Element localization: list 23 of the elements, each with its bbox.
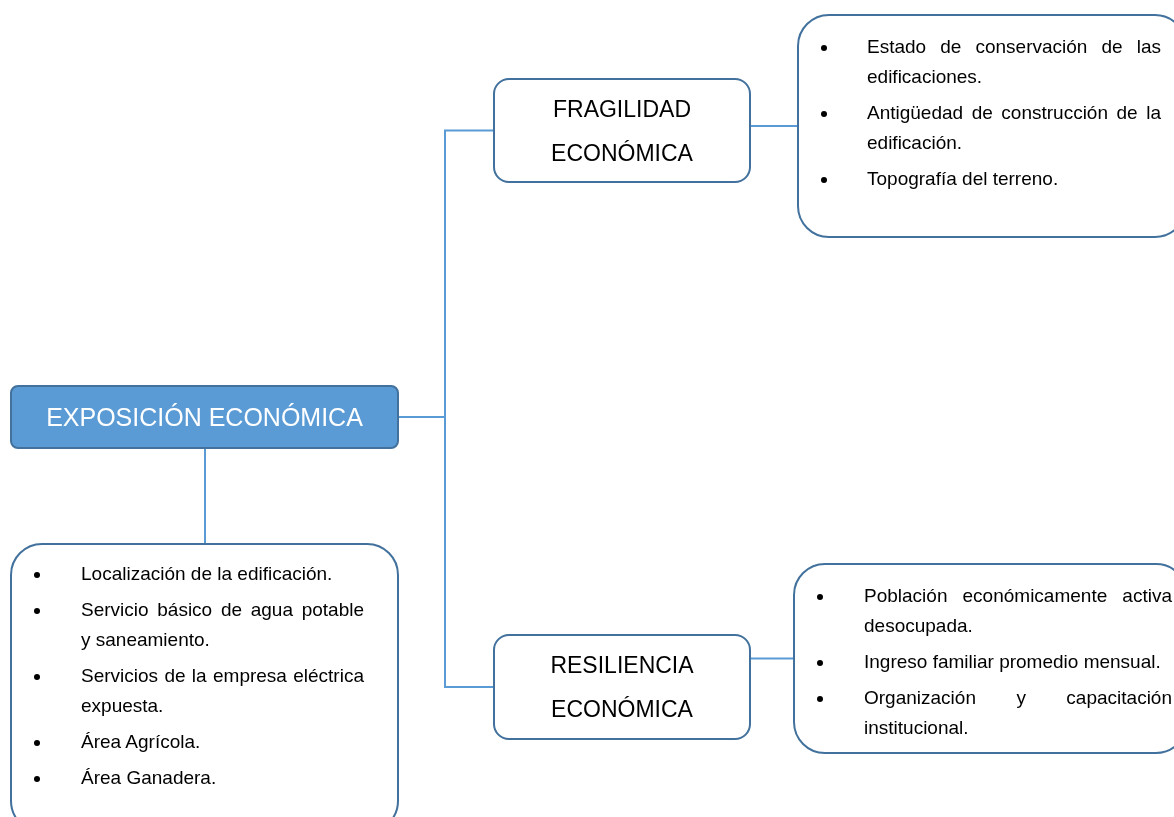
bullet-list-box xyxy=(10,543,399,817)
subtopic-box xyxy=(493,634,751,740)
list-item: Localización de la edificación. xyxy=(81,563,333,584)
list-item: Población económicamente activa desocupada. xyxy=(864,585,1172,636)
list-item: Organización y capacitación institucional. xyxy=(864,687,1172,738)
connector-line xyxy=(204,448,206,544)
connector-line xyxy=(750,125,798,127)
bullet-list-box xyxy=(797,14,1174,238)
connector-line xyxy=(398,416,494,688)
subtopic-label: RESILIENCIA ECONÓMICA xyxy=(549,651,695,724)
bullet-list-box xyxy=(793,563,1174,754)
list-item: Ingreso familiar promedio mensual. xyxy=(864,651,1161,672)
list-item: Estado de conservación de las edificaciones. xyxy=(867,36,1161,87)
list-item: Área Ganadera. xyxy=(81,767,217,788)
subtopic-label: FRAGILIDAD ECONÓMICA xyxy=(550,94,694,168)
list-item: Área Agrícola. xyxy=(81,731,201,752)
list-item: Servicio básico de agua potable y saneamiento. xyxy=(81,599,364,650)
main-topic-box xyxy=(10,385,399,449)
topic-label: EXPOSICIÓN ECONÓMICA xyxy=(46,402,363,432)
list-item: Servicios de la empresa eléctrica expuesta. xyxy=(81,665,364,716)
subtopic-box xyxy=(493,78,751,183)
list-item: Topografía del terreno. xyxy=(867,168,1059,189)
list-item: Antigüedad de construcción de la edificación. xyxy=(867,102,1161,153)
